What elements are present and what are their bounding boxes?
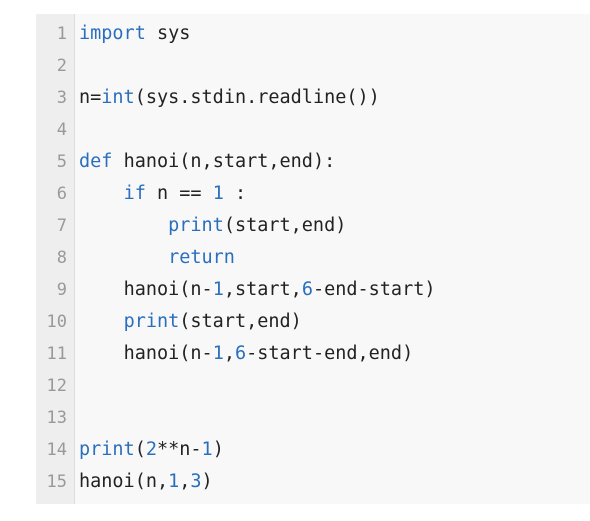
code-line[interactable] (75, 114, 590, 146)
code-line-text: return (168, 247, 235, 268)
code-line-text: n=int(sys.stdin.readline()) (79, 87, 380, 108)
line-number: 3 (56, 88, 67, 108)
code-line-text: print(start,end) (123, 311, 302, 332)
code-area[interactable]: import sys n=int(sys.stdin.readline()) d… (75, 14, 590, 504)
code-line[interactable]: if n == 1 : (75, 178, 590, 210)
code-line-text: hanoi(n-1,6-start-end,end) (123, 343, 414, 364)
code-line[interactable]: def hanoi(n,start,end): (75, 146, 590, 178)
code-line[interactable]: hanoi(n-1,6-start-end,end) (75, 338, 590, 370)
line-number: 6 (56, 184, 67, 204)
line-number: 7 (56, 216, 67, 236)
code-line[interactable]: return (75, 242, 590, 274)
line-number: 9 (56, 280, 67, 300)
line-number: 1 (56, 24, 67, 44)
line-number: 4 (56, 120, 67, 140)
line-number: 11 (46, 344, 67, 364)
code-line-text: if n == 1 : (123, 183, 247, 204)
code-editor[interactable]: 1 2 3 4 5 6 7 8 9 10 11 12 13 14 15 impo… (36, 14, 590, 504)
line-number: 13 (46, 408, 67, 428)
code-line[interactable] (75, 370, 590, 402)
code-line-text: import sys (79, 23, 191, 44)
code-line-text: print(start,end) (168, 215, 347, 236)
line-number: 5 (56, 152, 67, 172)
code-line[interactable]: hanoi(n-1,start,6-end-start) (75, 274, 590, 306)
line-number: 10 (46, 312, 67, 332)
code-line[interactable] (75, 402, 590, 434)
code-line[interactable] (75, 50, 590, 82)
code-line[interactable]: n=int(sys.stdin.readline()) (75, 82, 590, 114)
code-line[interactable]: print(start,end) (75, 306, 590, 338)
line-number: 12 (46, 376, 67, 396)
line-number: 15 (46, 472, 67, 492)
code-line-text: hanoi(n,1,3) (79, 471, 213, 492)
code-line[interactable]: print(start,end) (75, 210, 590, 242)
code-line-text: print(2**n-1) (79, 439, 224, 460)
code-line-text: hanoi(n-1,start,6-end-start) (123, 279, 436, 300)
code-line[interactable]: import sys (75, 18, 590, 50)
line-number: 8 (56, 248, 67, 268)
code-line[interactable]: print(2**n-1) (75, 434, 590, 466)
line-number: 2 (56, 56, 67, 76)
code-line[interactable]: hanoi(n,1,3) (75, 466, 590, 498)
line-number: 14 (46, 440, 67, 460)
code-line-text: def hanoi(n,start,end): (79, 151, 336, 172)
line-number-gutter: 1 2 3 4 5 6 7 8 9 10 11 12 13 14 15 (36, 14, 75, 504)
